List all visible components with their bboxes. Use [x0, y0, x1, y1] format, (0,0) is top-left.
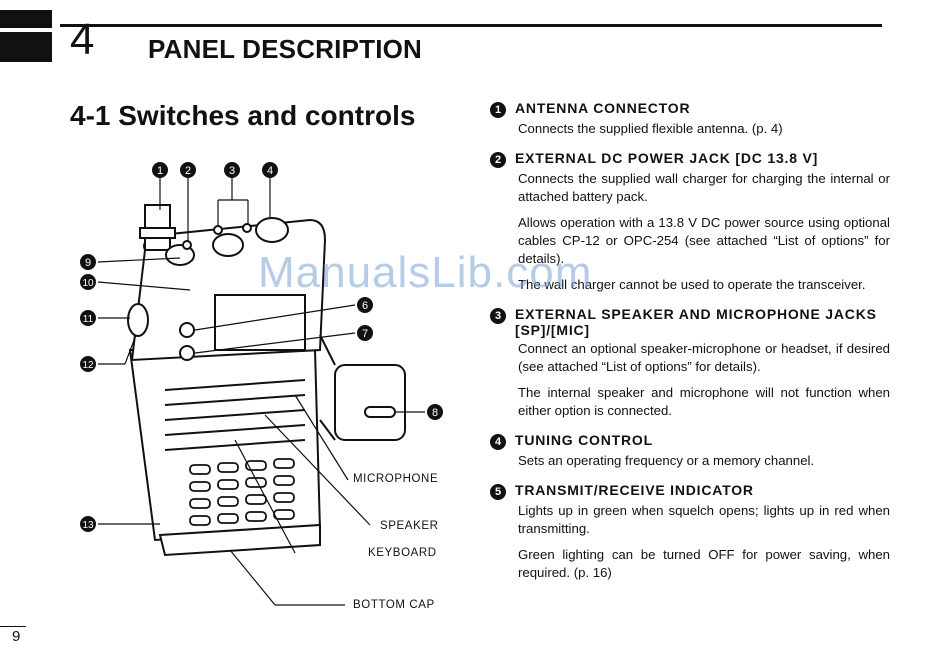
item-paragraph: Allows operation with a 13.8 V DC power …: [518, 215, 890, 266]
item-paragraph: Sets an operating frequency or a memory …: [518, 453, 815, 468]
callout-top-4: 4: [262, 162, 278, 178]
callout-left-12: 12: [80, 356, 96, 372]
svg-text:9: 9: [85, 257, 91, 269]
header-rule: [60, 24, 882, 27]
item-title: EXTERNAL DC POWER JACK [DC 13.8 V]: [515, 150, 819, 166]
callout-top-1: 1: [152, 162, 168, 178]
svg-text:3: 3: [229, 165, 235, 177]
svg-text:8: 8: [432, 407, 438, 419]
item-paragraph: Green lighting can be turned OFF for pow…: [518, 547, 890, 580]
description-list: 1 ANTENNA CONNECTOR Connects the supplied…: [490, 100, 890, 594]
label-microphone: MICROPHONE: [353, 473, 438, 485]
item-paragraph: The wall charger cannot be used to opera…: [518, 277, 866, 292]
svg-text:13: 13: [82, 520, 94, 531]
list-item-tx-rx-indicator: 5 TRANSMIT/RECEIVE INDICATOR Lights up in…: [490, 482, 890, 582]
label-bottom-cap: BOTTOM CAP: [353, 599, 435, 611]
callout-right-6: 6: [357, 297, 373, 313]
item-number-badge: 4: [490, 434, 506, 450]
list-item-dc-power-jack: 2 EXTERNAL DC POWER JACK [DC 13.8 V] Conn…: [490, 150, 890, 294]
svg-text:11: 11: [83, 314, 94, 325]
callout-top-3: 3: [224, 162, 240, 178]
callout-right-8: 8: [427, 404, 443, 420]
item-paragraph: Connect an optional speaker-microphone o…: [518, 341, 890, 374]
list-item-speaker-mic-jacks: 3 EXTERNAL SPEAKER AND MICROPHONE JACKS […: [490, 306, 890, 420]
item-number-badge: 1: [490, 102, 506, 118]
svg-text:10: 10: [82, 278, 94, 289]
callout-left-13: 13: [80, 516, 96, 532]
item-number-badge: 3: [490, 308, 506, 324]
item-paragraph: Lights up in green when squelch opens; l…: [518, 503, 890, 536]
item-number-badge: 5: [490, 484, 506, 500]
page-number: 9: [12, 628, 21, 645]
list-item-antenna-connector: 1 ANTENNA CONNECTOR Connects the supplied…: [490, 100, 890, 138]
chapter-tab-marker: [0, 10, 52, 62]
callout-left-11: 11: [80, 310, 96, 326]
item-title: ANTENNA CONNECTOR: [515, 100, 691, 116]
item-paragraph: Connects the supplied flexible antenna. …: [518, 121, 783, 136]
svg-text:4: 4: [267, 165, 273, 177]
svg-text:1: 1: [157, 165, 163, 177]
radio-illustration: 1 2 3 4 9 10 11 12 13 6 7 8 MICROPHONE S…: [70, 150, 460, 620]
item-number-badge: 2: [490, 152, 506, 168]
item-paragraph: The internal speaker and microphone will…: [518, 385, 890, 418]
callout-left-9: 9: [80, 254, 96, 270]
watermark: ManualsLib.com: [258, 248, 593, 297]
label-keyboard: KEYBOARD: [368, 547, 437, 559]
callout-left-10: 10: [80, 274, 96, 290]
svg-text:2: 2: [185, 165, 191, 177]
chapter-number: 4: [70, 15, 95, 64]
chapter-title: PANEL DESCRIPTION: [148, 34, 423, 64]
section-title: 4-1 Switches and controls: [70, 100, 416, 131]
page-number-rule: [0, 626, 26, 627]
item-paragraph: Connects the supplied wall charger for c…: [518, 171, 890, 204]
item-title: TUNING CONTROL: [515, 432, 653, 448]
callout-top-2: 2: [180, 162, 196, 178]
svg-text:6: 6: [362, 300, 368, 312]
svg-text:7: 7: [362, 328, 368, 340]
radio-diagram: 1 2 3 4 9 10 11 12 13 6 7 8 MICROPHONE S…: [80, 162, 443, 611]
callout-right-7: 7: [357, 325, 373, 341]
list-item-tuning-control: 4 TUNING CONTROL Sets an operating freque…: [490, 432, 890, 470]
label-speaker: SPEAKER: [380, 520, 439, 532]
item-title: EXTERNAL SPEAKER AND MICROPHONE JACKS [S…: [515, 306, 877, 338]
item-title: TRANSMIT/RECEIVE INDICATOR: [515, 482, 754, 498]
svg-text:12: 12: [82, 360, 94, 371]
